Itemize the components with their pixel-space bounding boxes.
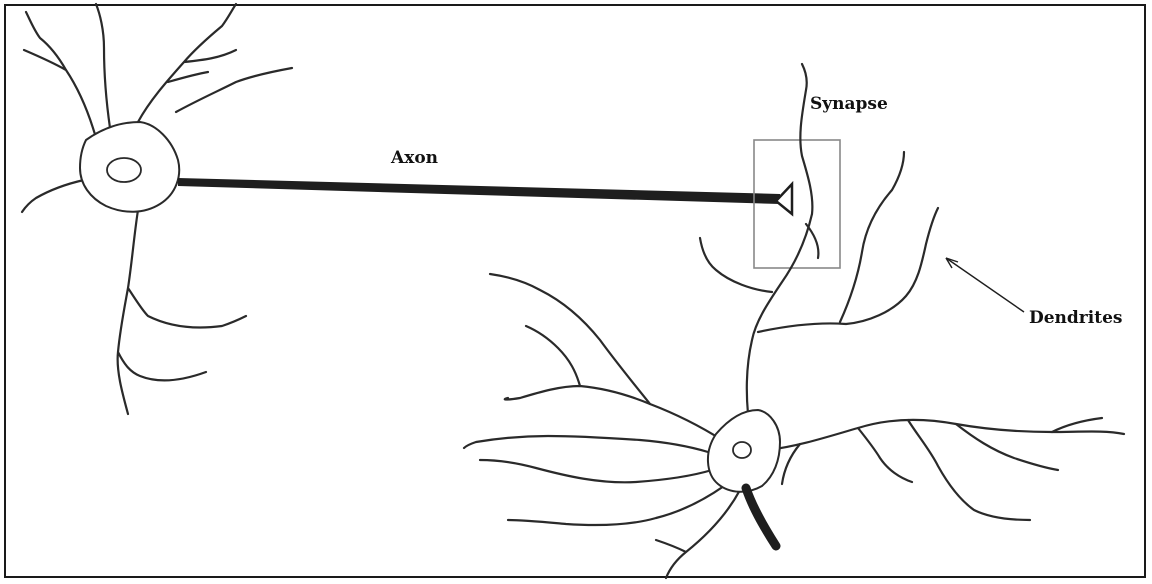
right-dendrite-right-mid [782, 444, 800, 484]
axon-terminal [776, 184, 792, 214]
right-dendrite-left-low [480, 460, 712, 482]
right-dendrite-right-branch-3 [858, 428, 912, 482]
axon-line [178, 178, 780, 204]
left-dendrite-lower [118, 210, 246, 414]
axon-label: Axon [391, 148, 438, 168]
synapse-box [754, 140, 840, 268]
right-dendrite-bottom-left [508, 486, 724, 525]
left-dendrite-upper [24, 12, 96, 138]
right-dendrite-left-up [490, 274, 650, 404]
left-neuron [22, 4, 292, 414]
left-nucleus [107, 158, 141, 182]
right-nucleus [733, 442, 751, 458]
right-dendrite-upper-2 [840, 152, 904, 322]
right-dendrite-left-long [505, 386, 722, 440]
right-dendrite-bottom [656, 490, 740, 578]
right-dendrite-synapse [747, 64, 813, 414]
right-dendrite-synapse-branch [700, 238, 772, 292]
right-axon-stub [746, 488, 776, 546]
right-dendrite-left-mid [464, 436, 708, 452]
right-dendrite-upper [758, 208, 938, 332]
dendrites-pointer-arrow [946, 258, 1024, 312]
synapse-label: Synapse [810, 94, 888, 114]
left-dendrite-left [22, 180, 84, 212]
dendrites-label: Dendrites [1029, 308, 1122, 328]
right-neuron [464, 64, 1124, 578]
right-dendrite-right-branch-2 [908, 420, 1030, 520]
left-dendrite-top [96, 4, 110, 128]
right-dendrite-right-upper [1052, 418, 1102, 432]
left-dendrite-upper-right [138, 4, 236, 122]
right-dendrite-left-branch [526, 326, 580, 386]
